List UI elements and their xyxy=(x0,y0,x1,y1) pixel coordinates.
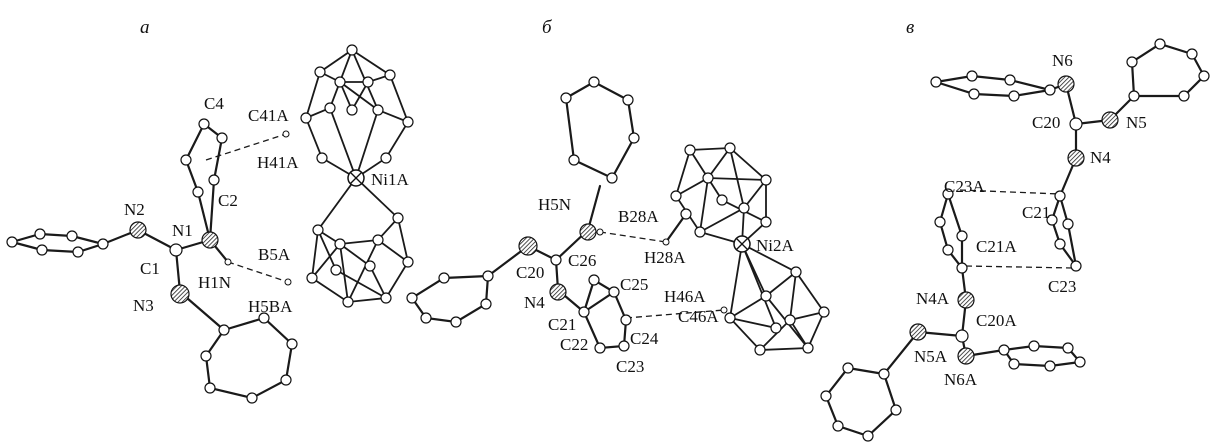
atom-label: C46A xyxy=(678,307,719,326)
panel-b-labels: H5N B28A Ni2A H28A C20 C26 C25 H46A N4 C… xyxy=(516,195,795,376)
panel-b-label: б xyxy=(542,17,553,38)
panel-a-cage-bottom xyxy=(311,176,409,306)
atom-n5-c xyxy=(1101,111,1119,129)
atom-label: C26 xyxy=(568,251,596,270)
atom-label: C1 xyxy=(140,259,160,278)
atom-label: B5A xyxy=(258,245,291,264)
atom-label: C22 xyxy=(560,335,588,354)
atom-label: H28A xyxy=(644,248,686,267)
atom-label: H1N xyxy=(198,273,231,292)
atom-n4a-c xyxy=(957,291,975,309)
atom-label: C21A xyxy=(976,237,1017,256)
atom-label: C2 xyxy=(218,191,238,210)
atom-n6a-c xyxy=(957,347,975,365)
panel-c: в xyxy=(820,17,1210,442)
atom-label: C41A xyxy=(248,106,289,125)
atom-label: C21 xyxy=(548,315,576,334)
atom-label: C23 xyxy=(1048,277,1076,296)
atom-label: C20 xyxy=(1032,113,1060,132)
atom-n4-c xyxy=(1067,149,1085,167)
panel-c-atoms xyxy=(820,38,1210,442)
atom-label: H41A xyxy=(257,153,299,172)
atom-label: N4A xyxy=(916,289,950,308)
atom-label: C23A xyxy=(944,177,985,196)
atom-label: C25 xyxy=(620,275,648,294)
atom-label: B28A xyxy=(618,207,659,226)
atom-n4-b xyxy=(549,283,567,301)
atom-n5-b xyxy=(579,223,597,241)
panel-b-atoms xyxy=(406,76,830,356)
panel-b: б xyxy=(406,17,830,376)
atom-label: N6 xyxy=(1052,51,1073,70)
panel-c-label: в xyxy=(906,17,914,38)
atom-label: N5 xyxy=(1126,113,1147,132)
atom-label: C24 xyxy=(630,329,659,348)
panel-a: а xyxy=(6,17,414,404)
panel-b-cage-bottom xyxy=(729,242,826,351)
atom-label: N4 xyxy=(1090,148,1111,167)
atom-label: N5A xyxy=(914,347,948,366)
atom-n2-a xyxy=(129,221,147,239)
atom-label: H5N xyxy=(538,195,571,214)
panel-a-label: а xyxy=(140,17,150,38)
atom-label: C23 xyxy=(616,357,644,376)
panel-b-bonds xyxy=(410,80,636,350)
atom-label: H46A xyxy=(664,287,706,306)
atom-label: H5BA xyxy=(248,297,293,316)
panel-a-labels: C4 C41A H41A C2 Ni1A N2 N1 C1 H1N B5A N3… xyxy=(124,94,410,316)
atom-label: N2 xyxy=(124,200,145,219)
atom-label: Ni2A xyxy=(756,236,795,255)
atom-c20-b xyxy=(518,236,538,256)
atom-n5a-c xyxy=(909,323,927,341)
atom-label: C20 xyxy=(516,263,544,282)
atom-n6-c xyxy=(1057,75,1075,93)
atom-label: N3 xyxy=(133,296,154,315)
atom-label: C20A xyxy=(976,311,1017,330)
atom-n3-a xyxy=(170,284,190,304)
atom-label: C21 xyxy=(1022,203,1050,222)
atom-n1-a xyxy=(201,231,219,249)
panel-a-atoms xyxy=(6,44,414,404)
panel-c-labels: N6 C20 N5 N4 C23A C21 C21A C23 N4A C20A … xyxy=(914,51,1147,389)
atom-label: C4 xyxy=(204,94,224,113)
atom-label: N1 xyxy=(172,221,193,240)
atom-label: Ni1A xyxy=(371,170,410,189)
atom-label: N6A xyxy=(944,370,978,389)
atom-label: N4 xyxy=(524,293,545,312)
